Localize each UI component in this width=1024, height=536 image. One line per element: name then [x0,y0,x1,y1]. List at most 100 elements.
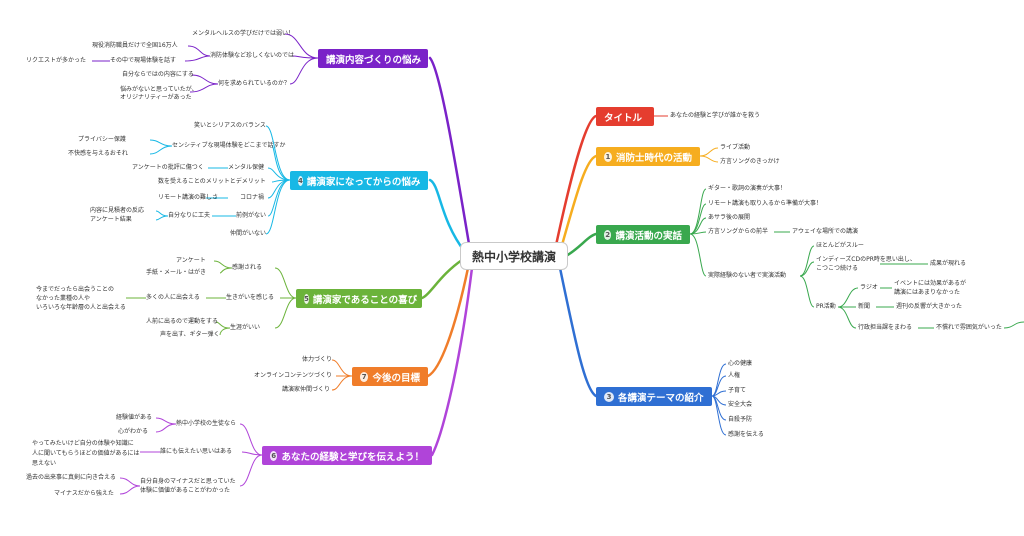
node-b3a1[interactable]: アンケート [176,257,206,264]
connector-r1 [553,114,598,252]
branch-b2-number: 4 [298,175,303,186]
node-b1b3[interactable]: リクエストが多かった [26,57,87,64]
branch-b5[interactable]: 6 あなたの経験と学びを伝えよう！ [262,446,432,465]
branch-b1[interactable]: 講演内容づくりの悩み [318,49,428,68]
node-r2b[interactable]: 方言ソングのきっかけ [720,158,780,165]
branch-b4-label: 今後の目標 [372,372,420,384]
node-b5c3[interactable]: マイナスだから強えた [54,490,114,497]
node-b2a[interactable]: 笑いとシリアスのバランス [194,122,266,129]
node-b3b3[interactable]: なかった業種の人や [36,295,91,302]
node-b5c2[interactable]: 過去の出来事に真剣に向き合える [26,474,116,481]
node-b2b2[interactable]: 不快感を与えるおそれ [68,150,128,157]
node-b2f2[interactable]: 内容に見積者の反応 [90,207,145,214]
node-b5b3[interactable]: 思えない [32,460,57,467]
node-b5c1[interactable]: 体験に価値があることがわかった [140,487,231,494]
node-r3d[interactable]: 方言ソングからの前半 [708,228,769,235]
node-b1c1[interactable]: 自分ならではの内容にする [122,71,194,78]
node-r3a[interactable]: ギター・歌詞の演奏が大事！ [708,185,787,192]
node-r3e[interactable]: 実際経験のない者で実演活動 [708,272,787,279]
branch-b4-number: 7 [360,371,369,382]
branch-r2[interactable]: 1 消防士時代の活動 [596,147,700,166]
node-b2f[interactable]: 前例がない [236,212,267,219]
node-b3b1[interactable]: 多くの人に出会える [146,294,200,301]
node-b2d[interactable]: 数を受えることのメリットとデメリット [158,178,266,185]
node-b1a[interactable]: メンタルヘルスの学びだけでは弱い！ [192,30,295,37]
node-b4b[interactable]: オンラインコンテンツづくり [254,372,333,379]
node-b1c3[interactable]: オリジナリティーがあった [120,94,192,101]
branch-b1-label: 講演内容づくりの悩み [326,54,422,66]
branch-b2[interactable]: 4 講演家になってからの悩み [290,171,428,190]
node-b2b[interactable]: センシティブな現場体験をどこまで話すか [172,142,286,149]
branch-r3-number: 2 [604,229,612,240]
node-r3e3[interactable]: こつこつ続ける [816,265,859,272]
node-b3b2[interactable]: 今までだったら出会うことの [36,286,114,293]
node-r3e11[interactable]: 行政担当課をまわる [858,324,913,331]
node-b2b1[interactable]: プライバシー保護 [78,136,126,143]
branch-b3[interactable]: 5 講演家であることの喜び [296,289,422,308]
node-r4d[interactable]: 安全大会 [728,401,753,408]
node-b5a2[interactable]: 心がわかる [118,428,149,435]
node-r3e2[interactable]: インディーズCDのPR時を思い出し、 [816,256,916,263]
node-b1b2[interactable]: その中で現場体験を話す [110,57,177,64]
node-b5b[interactable]: 誰にも伝えたい思いはある [160,448,233,455]
node-b4c[interactable]: 講演家仲間づくり [282,386,331,393]
branch-r4[interactable]: 3 各講演テーマの紹介 [596,387,712,406]
node-b4a[interactable]: 体力づくり [302,356,333,363]
node-b1c[interactable]: 何を求められているのか？ [218,80,290,87]
node-r3e9[interactable]: 新聞 [858,303,871,310]
node-r3c[interactable]: あサラ後の展開 [708,214,751,221]
node-r4c[interactable]: 子育て [728,387,747,394]
connector-b3 [420,258,464,300]
node-b1b[interactable]: 消防体験など珍しくないのでは [210,52,295,59]
connector-r2 [558,154,598,254]
node-r3e8[interactable]: 講演にはあまりなかった [894,289,961,296]
node-b2e[interactable]: コロナ禍 [240,194,265,201]
node-b1c2[interactable]: 悩みがないと思っていたが、 [120,86,198,93]
node-r4e[interactable]: 自殺予防 [728,416,753,423]
connector-b4 [426,266,470,378]
node-b3b4[interactable]: いろいろな年齢層の人と出会える [36,304,126,311]
branch-b3-number: 5 [304,293,309,304]
node-b5a[interactable]: 熱中小学校の生徒なら [176,420,237,427]
node-b3c1[interactable]: 人前に出るので運動をする [146,318,219,325]
node-r4a[interactable]: 心の健康 [728,360,753,367]
node-b1b1[interactable]: 現役消防職員だけで全国16万人 [92,42,178,49]
node-b2f1[interactable]: 自分なりに工夫 [168,212,211,219]
branch-r1[interactable]: タイトル [596,107,654,126]
node-b3a2[interactable]: 手紙・メール・はがき [146,269,207,276]
node-b2c[interactable]: メンタル保健 [228,164,265,171]
node-r3d1[interactable]: アウェイな場所での講演 [792,228,859,235]
central-topic[interactable]: 熱中小学校講演 [460,242,568,270]
node-b3c2[interactable]: 声を出す、ギター弾く [160,331,220,338]
branch-r3-label: 講演活動の実話 [615,230,682,242]
node-b5b2[interactable]: 人に聞いてもらうほどの価値があるには [32,450,140,457]
branch-r4-label: 各講演テーマの紹介 [618,392,704,404]
node-b3b[interactable]: 生きがいを感じる [226,294,275,301]
node-b2c1[interactable]: アンケートの批評に傷つく [132,164,204,171]
node-b5a1[interactable]: 経験値がある [116,414,153,421]
node-r4b[interactable]: 人権 [728,372,741,379]
node-r3e1[interactable]: ほとんどがスルー [816,242,864,249]
node-b3c[interactable]: 生涯がいい [230,324,261,331]
node-r1a[interactable]: あなたの経験と学びが誰かを救う [670,112,761,119]
node-r3e5[interactable]: PR活動 [816,303,836,310]
node-b2g[interactable]: 仲間がいない [230,230,267,237]
node-r3e12[interactable]: 不慣れで雰囲気がいった [936,324,1002,331]
node-r4f[interactable]: 感謝を伝える [728,431,764,438]
node-r3e10[interactable]: 週刊の反響が大きかった [896,303,963,310]
node-r3b[interactable]: リモート講演も取り入るから準備が大事！ [708,200,823,207]
node-b2f3[interactable]: アンケート結果 [90,216,132,223]
connector-b1 [428,56,472,252]
node-b5c[interactable]: 自分自身のマイナスだと思っていた [140,478,236,485]
node-b5b1[interactable]: やってみたいけど自分の体験や知識に [32,440,134,447]
node-b2e1[interactable]: リモート講演の難しさ [158,194,219,201]
node-b3a[interactable]: 感謝される [232,264,263,271]
branch-b4[interactable]: 7 今後の目標 [352,367,428,386]
node-r3e4[interactable]: 成果が現れる [930,260,967,267]
branch-r3[interactable]: 2 講演活動の実話 [596,225,690,244]
node-r2a[interactable]: ライブ活動 [720,144,751,151]
node-r3e7[interactable]: イベントには効果があるが [894,280,967,287]
connector-r3 [564,232,598,258]
branch-r4-number: 3 [604,391,614,402]
node-r3e6[interactable]: ラジオ [860,284,878,291]
